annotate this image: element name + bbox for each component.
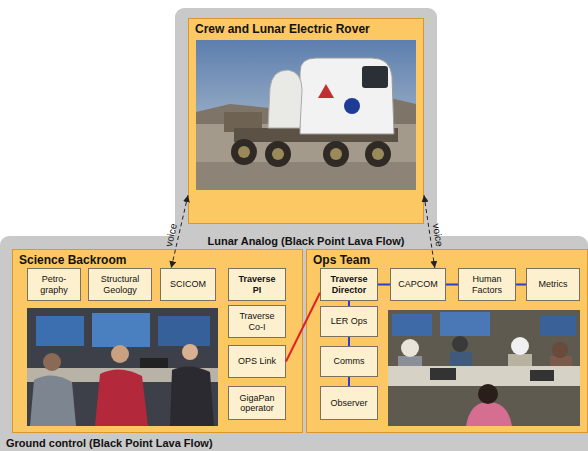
person [550,356,572,370]
group-title: Lunar Analog (Black Point Lava Flow) [207,235,404,247]
rover-wheel [323,141,349,167]
role-box: LER Ops [320,306,378,337]
photo-background [388,310,580,426]
rover-hub [372,148,384,160]
role-label: Traverse Director [325,274,373,295]
person-head [401,339,419,357]
person-head [552,342,568,358]
rover-hub [330,148,342,160]
rover-window [362,66,388,88]
analog-site-panel: Lunar Analog (Black Point Lava Flow) Crew… [175,8,437,248]
rover-marking [318,84,334,98]
role-label: Metrics [539,279,568,289]
person-head [452,336,468,352]
role-label: LER Ops [331,316,368,326]
photo-background [27,308,218,426]
role-label: Human Factors [463,274,511,295]
monitor [392,314,432,336]
role-box: Traverse PI [228,268,286,301]
rover-chassis [234,128,398,142]
role-box: SCICOM [160,268,216,301]
role-label: GigaPan operator [233,393,281,414]
role-label: Observer [330,398,367,408]
monitor [540,316,576,336]
role-label: Traverse PI [233,274,281,295]
person [170,366,214,426]
rover-wheel [265,141,291,167]
person [466,402,512,426]
person [450,352,472,368]
role-box: Comms [320,346,378,377]
monitor [36,316,84,346]
rover-photo [196,40,416,190]
person-head [111,345,129,363]
role-box: CAPCOM [390,268,446,301]
person-head [43,353,61,371]
backroom-photo [27,308,218,426]
photo-ground [196,124,416,190]
ops-photo [388,310,580,426]
photo-foreground [196,162,416,190]
ground-control-panel: Ground control (Black Point Lava Flow) Sc… [0,236,588,451]
rover-wheel [231,139,257,165]
rover-emblem [344,98,360,114]
role-box: OPS Link [228,345,286,378]
person-head [511,337,529,355]
desk [27,368,218,382]
person [508,354,532,368]
group-title: Science Backroom [19,253,296,267]
role-label: CAPCOM [398,279,438,289]
role-label: OPS Link [238,356,276,366]
crew-box: Crew and Lunar Electric Rover [188,18,424,224]
rover-hub [238,146,250,158]
laptop [530,370,554,381]
rover-cart [224,112,262,132]
role-box: Human Factors [458,268,516,301]
role-box: GigaPan operator [228,386,286,420]
person-head [478,384,498,404]
role-label: Comms [334,356,365,366]
person [95,369,148,426]
role-box: Metrics [526,268,580,301]
rover-wheel [365,141,391,167]
team-box: Science BackroomPetro- graphy Structural … [12,249,303,433]
team-box: Ops TeamTraverse Director CAPCOM Human Fac… [306,249,588,433]
role-box: Traverse Director [320,268,378,301]
monitor [92,313,150,347]
laptop [140,358,168,368]
group-title: Ops Team [313,253,581,267]
suit-port-suit [268,70,302,128]
rover-cabin [300,58,394,134]
person-head [182,344,198,360]
photo-hills [196,98,416,130]
role-label: Petro- graphy [32,274,76,295]
photo-sky [196,40,416,190]
role-label: Structural Geology [93,274,147,295]
monitor [440,312,490,336]
rover-hub [272,148,284,160]
role-box: Traverse Co-I [228,305,286,338]
group-title: Ground control (Black Point Lava Flow) [6,437,213,449]
role-box: Observer [320,386,378,420]
role-label: SCICOM [170,279,206,289]
edge-label: voice [431,223,445,248]
role-box: Structural Geology [88,268,152,301]
table [388,366,580,386]
role-box: Petro- graphy [27,268,81,301]
monitor [158,316,210,346]
role-label: Traverse Co-I [233,311,281,332]
person [398,356,422,370]
person [30,375,76,426]
laptop [430,368,456,380]
group-title: Crew and Lunar Electric Rover [195,22,417,36]
